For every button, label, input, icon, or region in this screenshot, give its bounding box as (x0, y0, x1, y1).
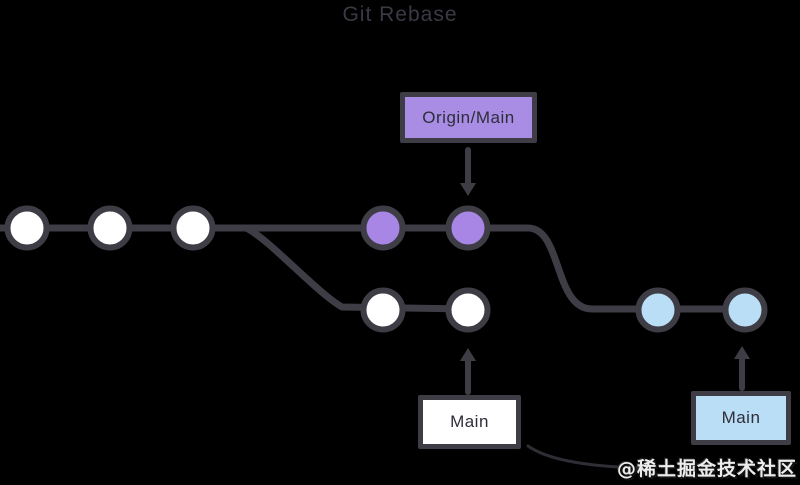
community-watermark: @稀土掘金技术社区 (616, 458, 797, 480)
commit-node-history-commit-3 (170, 205, 216, 251)
main-rebased-branch-box: Main (691, 391, 791, 445)
origin-main-branch-label: Origin/Main (422, 107, 515, 127)
origin-main-branch-box: Origin/Main (400, 92, 537, 143)
main-local-branch-label: Main (450, 412, 489, 431)
commit-node-rebased-commit-2 (722, 287, 768, 333)
main-local-branch-box: Main (418, 395, 521, 449)
commit-node-local-main-commit-2 (445, 287, 491, 333)
page-title: Git Rebase (342, 3, 458, 26)
commit-node-history-commit-1 (4, 205, 50, 251)
local-branch-line (242, 224, 472, 313)
commit-node-origin-main-commit-1 (360, 205, 406, 251)
main-rebased-branch-label: Main (721, 408, 761, 427)
bottom-swoosh-line (526, 444, 652, 470)
main-local-pointer-arrow-head (460, 348, 476, 361)
rebase-curve-line (464, 224, 749, 313)
commit-node-local-main-commit-1 (360, 287, 406, 333)
origin-main-pointer-arrow-head (460, 183, 476, 196)
commit-node-history-commit-2 (87, 205, 133, 251)
commit-node-origin-main-commit-2 (445, 205, 491, 251)
commit-node-rebased-commit-1 (635, 287, 681, 333)
main-rebased-pointer-arrow-head (734, 346, 750, 359)
